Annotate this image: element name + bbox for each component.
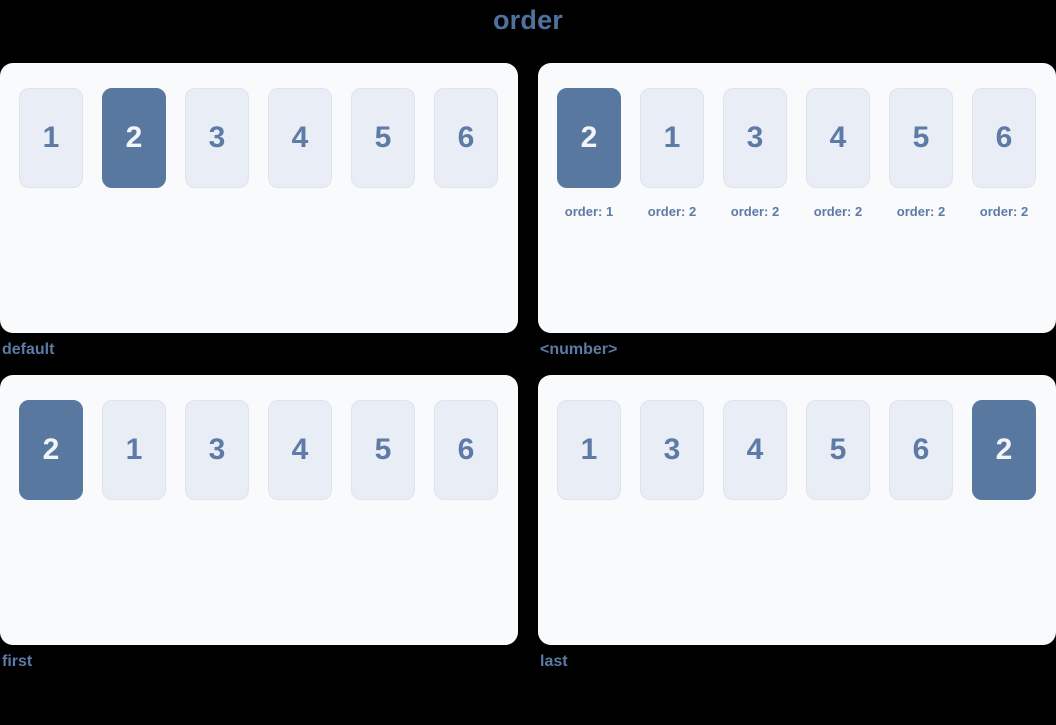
flex-item: 1: [640, 88, 704, 188]
flex-item: 4: [723, 400, 787, 500]
flex-item: 4: [268, 400, 332, 500]
caption-last: last: [540, 653, 568, 670]
flex-item: 5: [889, 88, 953, 188]
flex-item-highlighted: 2: [19, 400, 83, 500]
order-value-label: order: 1: [564, 204, 614, 219]
flex-item-group: 1 order: 2: [640, 88, 704, 219]
flex-item: 6: [889, 400, 953, 500]
examples-grid: 1 2 3 4 5 6 default 2 order: 1 1 order: …: [0, 63, 1056, 671]
flex-item: 5: [351, 400, 415, 500]
panel-first: 2 1 3 4 5 6: [0, 375, 518, 645]
flex-item: 1: [102, 400, 166, 500]
flex-item: 3: [723, 88, 787, 188]
flex-item-group: 4 order: 2: [806, 88, 870, 219]
flex-item: 3: [185, 88, 249, 188]
panel-number: 2 order: 1 1 order: 2 3 order: 2 4 order…: [538, 63, 1056, 333]
flex-item: 4: [268, 88, 332, 188]
flex-item: 3: [640, 400, 704, 500]
panel-default: 1 2 3 4 5 6: [0, 63, 518, 333]
flex-item: 5: [806, 400, 870, 500]
order-value-label: order: 2: [647, 204, 697, 219]
example-default: 1 2 3 4 5 6 default: [0, 63, 518, 359]
flex-item: 6: [434, 400, 498, 500]
flex-item: 5: [351, 88, 415, 188]
order-value-label: order: 2: [979, 204, 1029, 219]
flex-item-group: 2 order: 1: [557, 88, 621, 219]
order-value-label: order: 2: [813, 204, 863, 219]
flex-item-highlighted: 2: [557, 88, 621, 188]
page-title: order: [492, 5, 564, 35]
flex-item-group: 5 order: 2: [889, 88, 953, 219]
flex-item-highlighted: 2: [102, 88, 166, 188]
flex-item: 6: [972, 88, 1036, 188]
caption-first: first: [2, 653, 33, 670]
caption-default: default: [2, 341, 55, 358]
flex-item: 1: [19, 88, 83, 188]
example-first: 2 1 3 4 5 6 first: [0, 375, 518, 671]
flex-item: 3: [185, 400, 249, 500]
caption-number: <number>: [540, 341, 618, 358]
example-number: 2 order: 1 1 order: 2 3 order: 2 4 order…: [538, 63, 1056, 359]
flex-item: 6: [434, 88, 498, 188]
flex-item-group: 6 order: 2: [972, 88, 1036, 219]
flex-item: 1: [557, 400, 621, 500]
example-last: 1 3 4 5 6 2 last: [538, 375, 1056, 671]
panel-last: 1 3 4 5 6 2: [538, 375, 1056, 645]
flex-item-highlighted: 2: [972, 400, 1036, 500]
order-value-label: order: 2: [896, 204, 946, 219]
flex-item-group: 3 order: 2: [723, 88, 787, 219]
order-value-label: order: 2: [730, 204, 780, 219]
flex-item: 4: [806, 88, 870, 188]
